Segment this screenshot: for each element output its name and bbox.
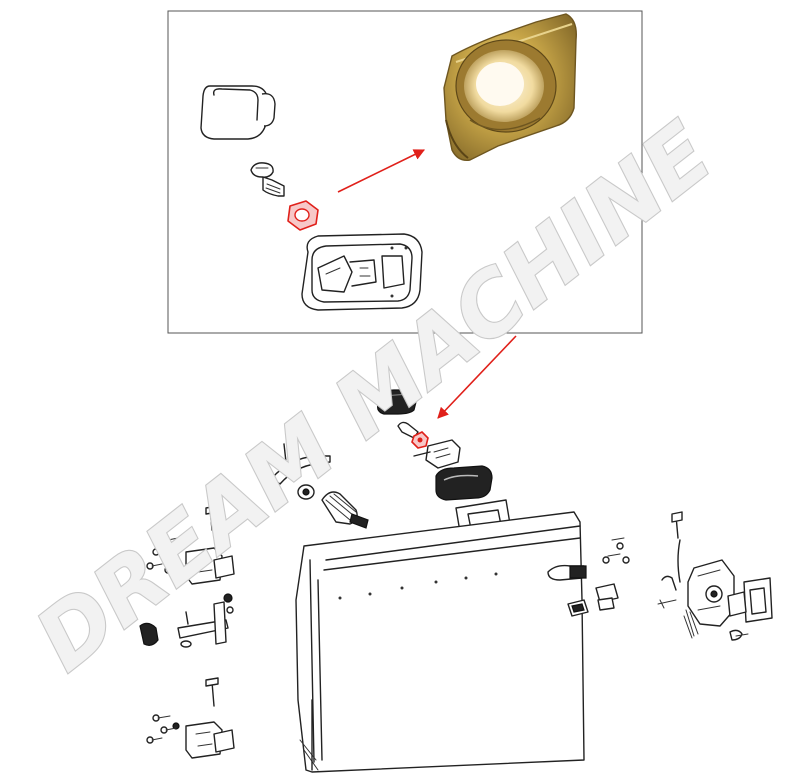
door-cup-icon — [301, 233, 423, 311]
lower-hinge-icon — [146, 677, 235, 759]
door-latch-icon — [657, 511, 773, 641]
window-crank-icon — [271, 443, 369, 529]
hex-washer-small-icon — [411, 431, 429, 449]
upper-hinge-icon — [146, 505, 235, 585]
inner-handle-cover-icon — [377, 389, 417, 415]
outer-handle-icon — [595, 537, 630, 611]
door-plate-icon — [443, 13, 577, 161]
door-assembly — [139, 389, 773, 773]
handle-cover-icon — [200, 85, 276, 140]
inner-handle-icon — [435, 465, 493, 501]
door-check-icon — [139, 593, 234, 648]
screw-icon — [250, 162, 285, 197]
inset-callout-arrow — [337, 149, 426, 193]
detail-inset — [167, 10, 643, 334]
detail-callout-arrow — [437, 335, 517, 419]
remote-bracket-icon — [413, 439, 461, 469]
hex-washer-icon — [287, 200, 319, 231]
door-shell-icon — [295, 511, 589, 773]
